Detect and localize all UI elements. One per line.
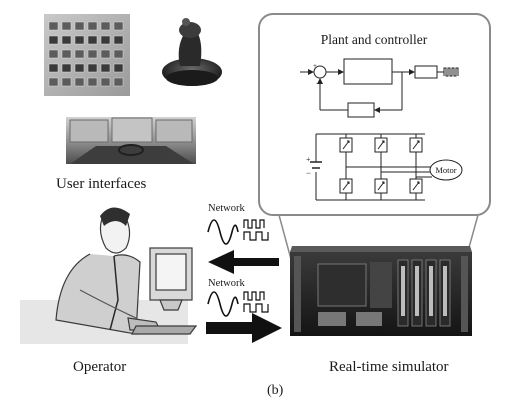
- user-interfaces-caption: User interfaces: [56, 176, 147, 192]
- analog-wave-icon: [207, 219, 239, 245]
- pwm-output-symbol: [443, 67, 459, 77]
- motor-label: Motor: [435, 165, 456, 175]
- arrow-to-simulator: [206, 313, 282, 343]
- network-link-bottom: Network: [206, 278, 282, 343]
- rack-module-handle: [415, 266, 419, 316]
- panel-button: [87, 35, 98, 45]
- controller-block: [343, 58, 393, 85]
- switch-diode: [342, 181, 350, 191]
- panel-title: Plant and controller: [321, 32, 428, 47]
- control-panel-photo: [44, 14, 130, 96]
- panel-button: [74, 77, 85, 87]
- network-label-top: Network: [208, 203, 245, 214]
- panel-button: [61, 63, 72, 73]
- figure-label: (b): [267, 383, 284, 398]
- panel-button: [100, 21, 111, 31]
- plant-block: [414, 65, 438, 79]
- panel-button: [74, 49, 85, 59]
- digital-wave-icon: [243, 291, 269, 313]
- simulator-caption: Real-time simulator: [329, 359, 449, 375]
- panel-button: [100, 35, 111, 45]
- panel-button: [100, 49, 111, 59]
- panel-button: [48, 77, 59, 87]
- simulator-display: [317, 263, 367, 307]
- feedback-block: [347, 102, 375, 118]
- panel-button: [61, 77, 72, 87]
- panel-button: [48, 63, 59, 73]
- plant-controller-panel: Plant and controller + −: [258, 13, 491, 216]
- panel-button: [100, 77, 111, 87]
- panel-button: [87, 21, 98, 31]
- panel-button: [113, 35, 124, 45]
- panel-button: [74, 35, 85, 45]
- switch-diode: [377, 181, 385, 191]
- switch-diode: [377, 140, 385, 150]
- control-loop-diagram: + −: [300, 58, 459, 118]
- rack-module-handle: [429, 266, 433, 316]
- panel-button: [113, 49, 124, 59]
- joystick-photo: [162, 18, 222, 86]
- switch-diode: [412, 181, 420, 191]
- panel-button: [74, 21, 85, 31]
- digital-wave-icon: [243, 219, 269, 241]
- real-time-simulator: [290, 246, 472, 336]
- panel-button: [61, 21, 72, 31]
- panel-button: [48, 35, 59, 45]
- rack-module-handle: [401, 266, 405, 316]
- panel-button: [61, 49, 72, 59]
- operator-caption: Operator: [73, 359, 126, 375]
- analog-wave-icon: [207, 291, 239, 317]
- arrow-to-operator: [208, 250, 279, 274]
- svg-text:−: −: [306, 168, 311, 178]
- svg-text:+: +: [306, 155, 311, 164]
- panel-connector-left: [278, 214, 293, 264]
- panel-button: [61, 35, 72, 45]
- motor-symbol: [429, 159, 463, 181]
- driving-simulator-photo: [66, 117, 196, 164]
- network-link-top: Network: [207, 203, 279, 274]
- switch-diode: [412, 140, 420, 150]
- network-label-bottom: Network: [208, 278, 245, 289]
- panel-button: [100, 63, 111, 73]
- panel-button: [113, 63, 124, 73]
- inverter-circuit: + −: [306, 133, 432, 201]
- panel-button: [74, 63, 85, 73]
- panel-button: [48, 49, 59, 59]
- svg-text:+: +: [313, 62, 317, 70]
- panel-button: [87, 49, 98, 59]
- panel-button: [48, 21, 59, 31]
- panel-button: [87, 77, 98, 87]
- panel-button: [113, 21, 124, 31]
- operator-illustration: [20, 207, 198, 344]
- rack-module-handle: [443, 266, 447, 316]
- panel-button: [113, 77, 124, 87]
- panel-button: [87, 63, 98, 73]
- switch-diode: [342, 140, 350, 150]
